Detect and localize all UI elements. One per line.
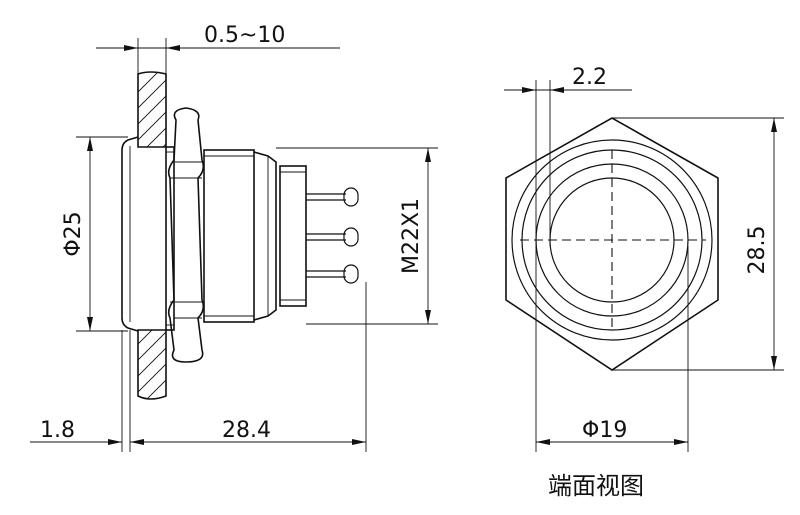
dim-body-length: 28.4 bbox=[130, 282, 367, 452]
button-head bbox=[121, 136, 139, 332]
dim-text-ring-offset: 2.2 bbox=[572, 65, 607, 90]
dim-text-head-height: 1.8 bbox=[40, 418, 75, 443]
mounting-panel bbox=[137, 71, 167, 400]
dim-text-thread: M22X1 bbox=[399, 198, 424, 274]
dim-ring-offset: 2.2 bbox=[504, 65, 632, 246]
switch-housing bbox=[203, 149, 307, 323]
dim-text-panel-thickness: 0.5~10 bbox=[204, 23, 285, 48]
outer-ring bbox=[511, 139, 713, 341]
dim-text-button-diameter: Φ19 bbox=[582, 418, 627, 443]
dim-button-diameter: Φ19 bbox=[535, 246, 689, 452]
hex-nut-side bbox=[167, 107, 205, 363]
terminal-pins bbox=[306, 187, 359, 284]
dim-head-height: 1.8 bbox=[30, 330, 131, 452]
thread-body bbox=[165, 146, 175, 331]
end-view: 2.2 28.5 Φ19 端面视图 bbox=[504, 65, 784, 500]
dim-hex-across-flats: 28.5 bbox=[612, 117, 784, 371]
dim-panel-thickness: 0.5~10 bbox=[96, 23, 340, 74]
dim-text-body-length: 28.4 bbox=[222, 418, 271, 443]
dim-text-head-diameter: Φ25 bbox=[61, 211, 86, 256]
dim-head-diameter: Φ25 bbox=[61, 136, 128, 332]
side-view: 0.5~10 Φ25 M22X1 1.8 bbox=[30, 23, 438, 452]
dim-text-hex-across-flats: 28.5 bbox=[745, 226, 770, 275]
end-view-caption: 端面视图 bbox=[548, 472, 644, 500]
dim-thread: M22X1 bbox=[276, 147, 438, 325]
